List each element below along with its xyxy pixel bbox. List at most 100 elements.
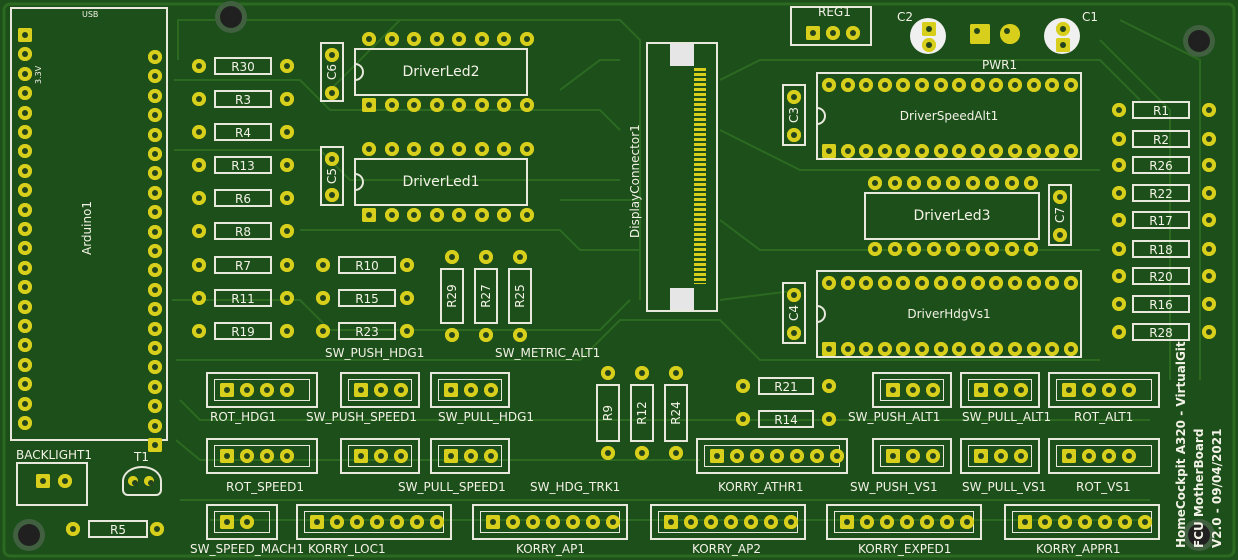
pad — [316, 258, 330, 272]
pad — [830, 449, 844, 463]
pad — [750, 449, 764, 463]
pad — [730, 449, 744, 463]
pad — [325, 188, 339, 202]
pad — [915, 276, 929, 290]
pad — [933, 78, 948, 92]
pad — [394, 449, 408, 463]
pad — [822, 78, 836, 92]
pad — [452, 208, 466, 222]
resistor-label: R29 — [445, 284, 459, 308]
pad — [497, 142, 511, 156]
reg-pin — [846, 26, 860, 40]
resistor-label: R30 — [231, 60, 255, 74]
pad — [1202, 158, 1216, 172]
pad — [362, 208, 376, 222]
pad — [240, 383, 254, 397]
pad — [429, 208, 444, 222]
pad — [1063, 144, 1078, 158]
connector-label: SW_HDG_TRK1 — [530, 480, 621, 494]
pad — [985, 176, 999, 190]
pad — [240, 449, 254, 463]
pad — [260, 383, 274, 397]
pad — [18, 319, 32, 333]
connector-inner — [214, 511, 270, 533]
pad — [486, 515, 500, 529]
resistor-label: R2 — [1153, 133, 1169, 147]
pad — [922, 38, 936, 52]
pad — [144, 476, 154, 486]
capacitor-c3: C3 — [782, 84, 806, 146]
pad — [1038, 515, 1052, 529]
pad — [220, 515, 234, 529]
pad — [868, 242, 882, 256]
pad — [1008, 78, 1022, 92]
pad — [18, 357, 32, 372]
pad — [877, 342, 892, 356]
resistor-r5: R5 — [88, 520, 148, 538]
resistor-r18: R18 — [1132, 240, 1190, 258]
pad — [384, 142, 399, 156]
pad — [148, 438, 162, 452]
pad — [400, 258, 414, 272]
pad — [280, 125, 294, 139]
pad — [148, 399, 162, 414]
pad — [1122, 383, 1136, 397]
connector-label: KORRY_LOC1 — [308, 542, 386, 556]
pad — [148, 282, 162, 297]
pad — [148, 418, 162, 433]
pad — [1056, 38, 1070, 52]
pad — [192, 324, 206, 338]
pad — [519, 208, 534, 222]
resistor-r3: R3 — [214, 90, 272, 108]
connector-sw-push-vs1 — [872, 438, 952, 474]
resistor-label: R28 — [1149, 326, 1173, 340]
pad — [148, 224, 162, 239]
pad — [1008, 342, 1022, 356]
pad — [474, 32, 489, 46]
pad — [325, 152, 339, 166]
pad — [906, 383, 920, 397]
pad — [354, 383, 368, 397]
pad — [907, 242, 921, 256]
pad — [192, 59, 206, 73]
pad — [965, 242, 980, 256]
pad — [926, 383, 940, 397]
pad — [664, 515, 678, 529]
pad — [1026, 342, 1041, 356]
pad — [474, 98, 489, 112]
pad — [148, 205, 162, 220]
display-connector-label: DisplayConnector1 — [628, 124, 642, 238]
pad — [1082, 383, 1096, 397]
pad — [429, 32, 444, 46]
pad — [1004, 242, 1019, 256]
pad — [390, 515, 404, 529]
arduino-label: Arduino1 — [80, 200, 94, 255]
board-title-line: FCU MotherBoard — [1192, 428, 1206, 548]
pad — [877, 78, 892, 92]
connector-label: SW_PULL_HDG1 — [438, 410, 535, 424]
pad — [965, 176, 980, 190]
pad — [18, 260, 32, 275]
pad — [354, 449, 368, 463]
pad — [18, 241, 32, 256]
pad — [148, 69, 162, 84]
pad — [394, 383, 408, 397]
pad — [400, 324, 414, 338]
pad — [18, 86, 32, 101]
connector-sw-pull-vs1 — [960, 438, 1040, 474]
driver-led1-ic: DriverLed1 — [354, 158, 528, 206]
pad — [280, 291, 294, 305]
resistor-r20: R20 — [1132, 267, 1190, 285]
pad — [906, 449, 920, 463]
resistor-label: R23 — [355, 325, 379, 339]
pad — [1063, 78, 1078, 92]
pad — [952, 276, 967, 290]
pad — [220, 383, 234, 397]
reg-label: REG1 — [818, 5, 851, 19]
pad — [586, 515, 600, 529]
connector-inner — [880, 445, 944, 467]
pad — [952, 78, 967, 92]
pad — [946, 242, 960, 256]
pad — [859, 78, 874, 92]
pad — [128, 476, 138, 486]
